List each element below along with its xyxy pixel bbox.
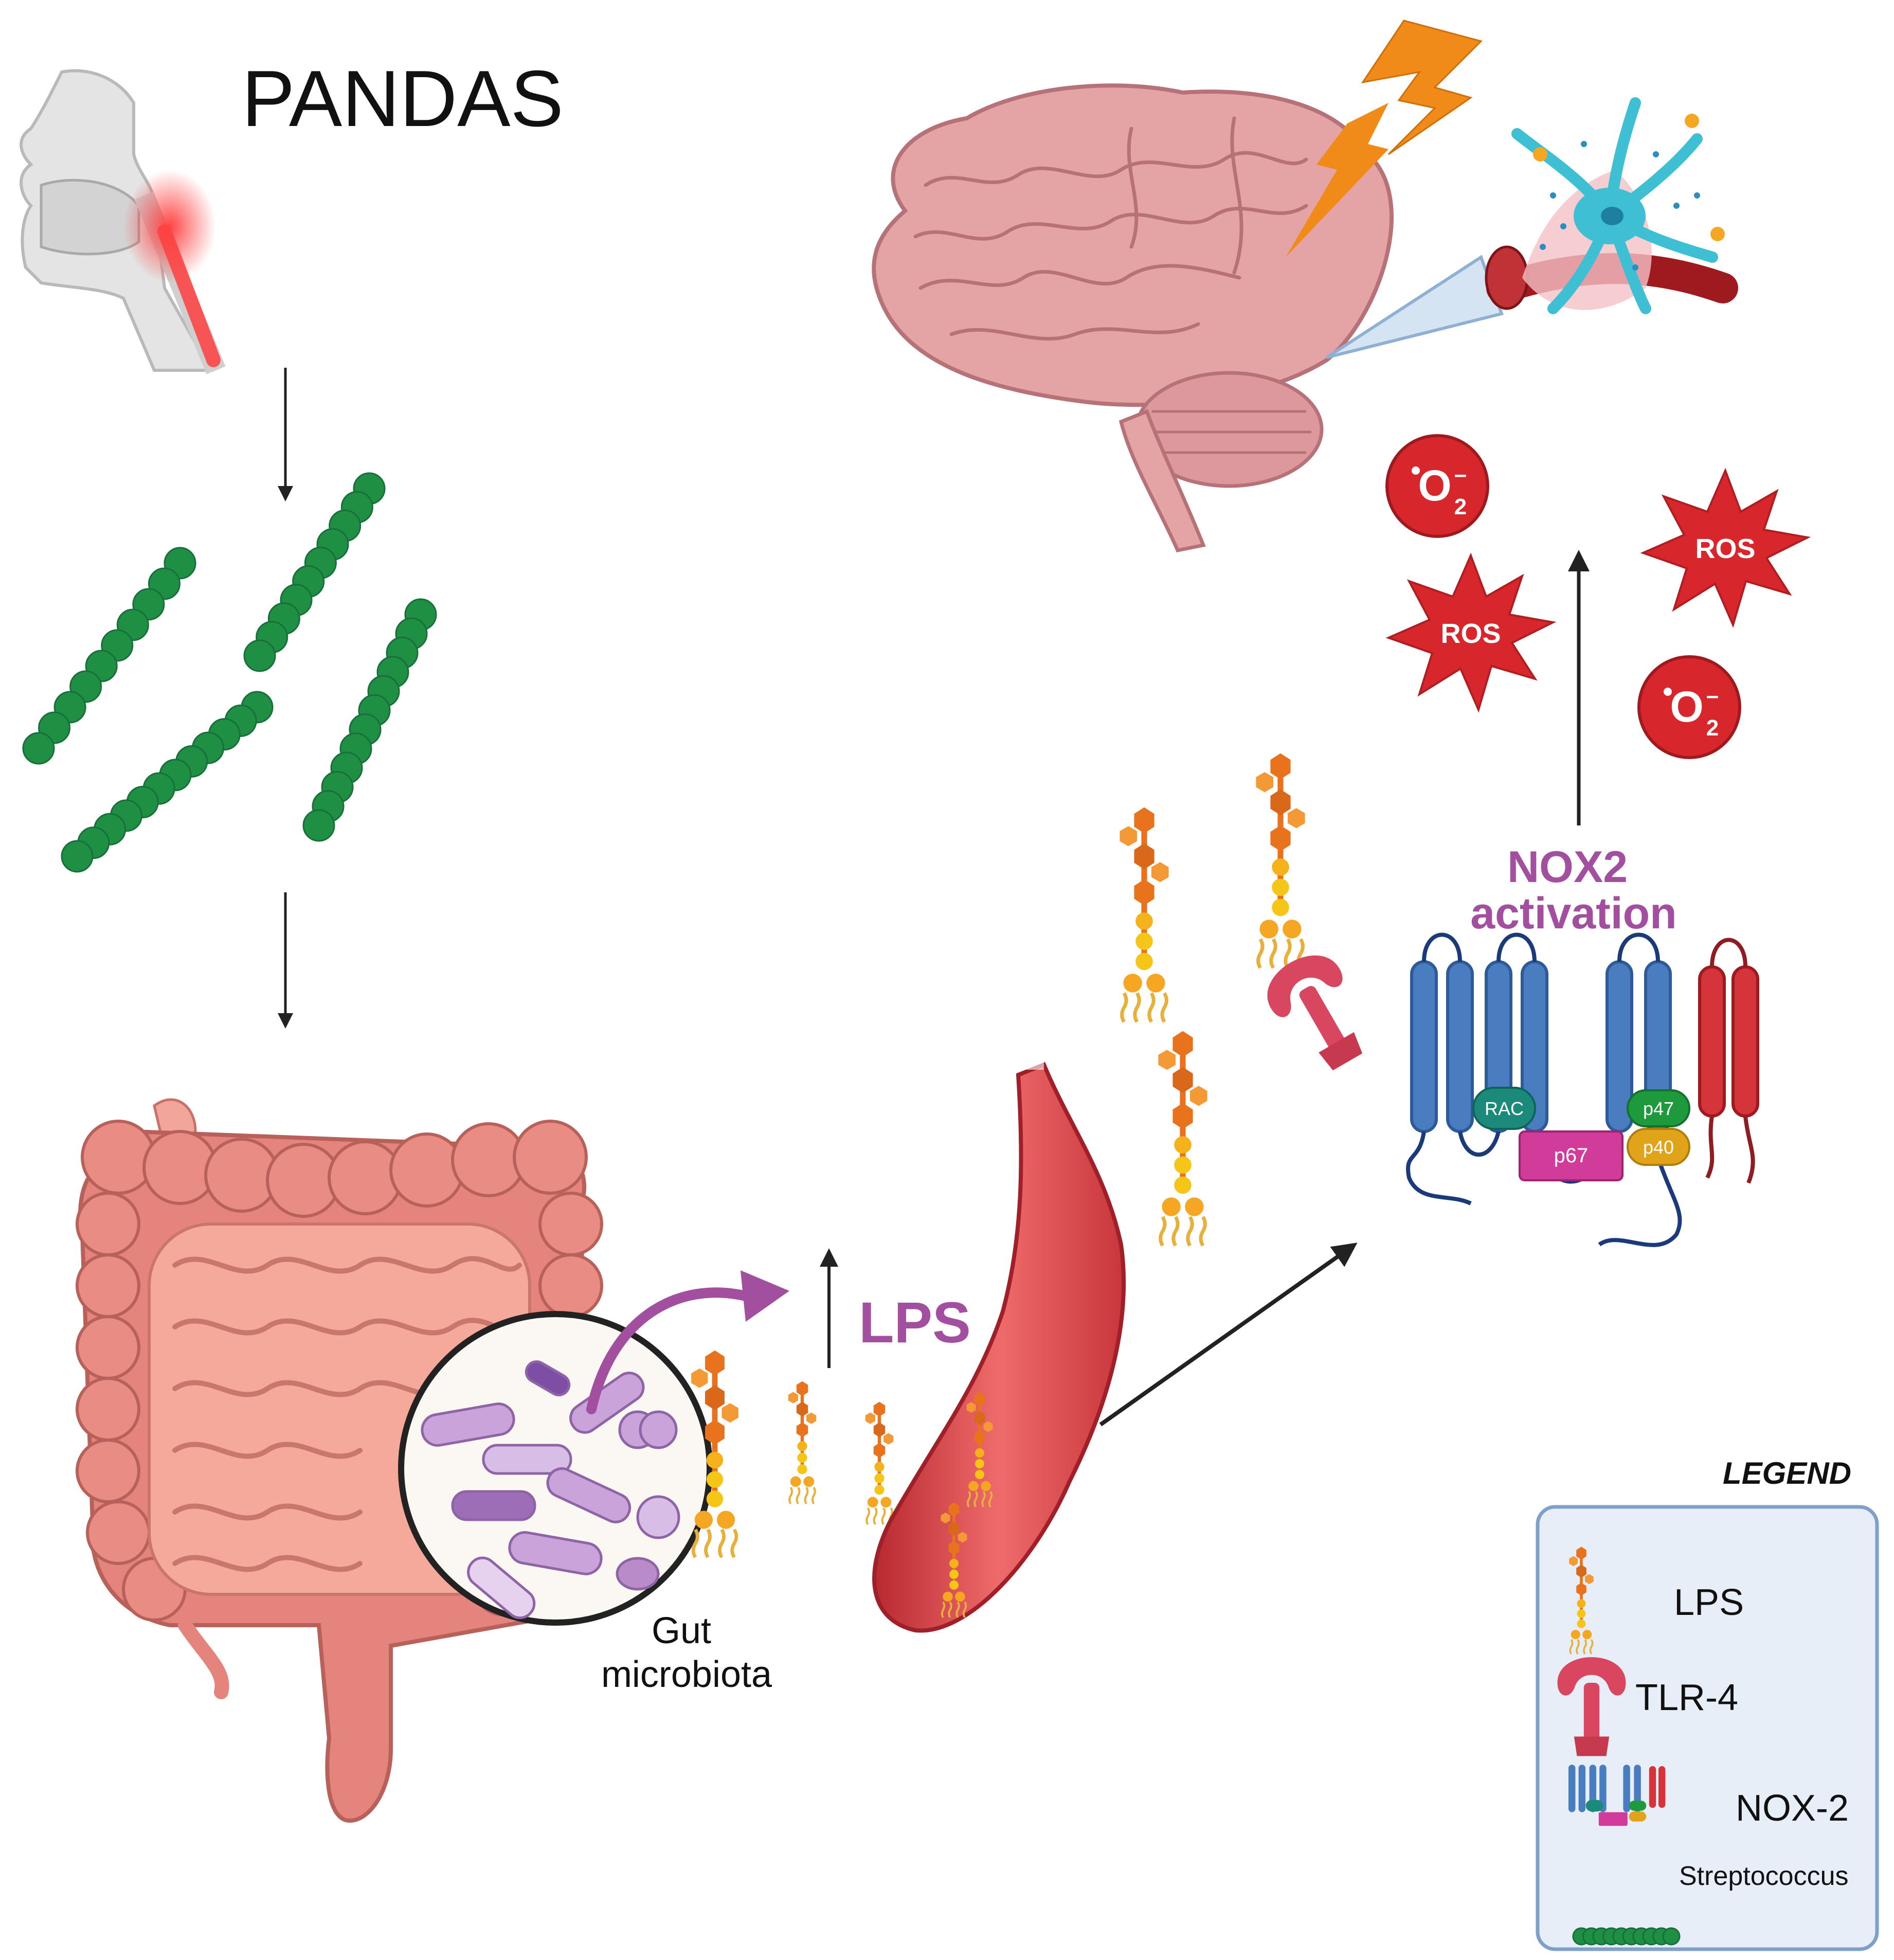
svg-text:p67: p67: [1554, 1144, 1589, 1167]
streptococcus-icon: [1572, 1927, 1681, 1946]
legend-box: LPS TLR-4 NOX-2 Streptococcus: [1536, 1505, 1879, 1951]
svg-text:–: –: [1454, 462, 1467, 487]
lps-molecule: [788, 1381, 816, 1504]
gut-microbiota-magnifier: [398, 1311, 713, 1626]
streptococcus-bead: [22, 732, 55, 765]
svg-text:O: O: [1418, 461, 1451, 510]
lps-release-arrow: [586, 1287, 751, 1414]
nox2-complex: RAC p67 p47 p40: [1406, 932, 1759, 1247]
streptococcus-chain: [243, 472, 386, 672]
blood-vessel: [872, 1049, 1126, 1633]
intestine-illustration: [76, 1098, 603, 1823]
svg-text:p47: p47: [1643, 1098, 1674, 1119]
svg-text:2: 2: [1454, 494, 1467, 519]
lps-release-arrow-head: [741, 1270, 789, 1322]
brain-illustration: [872, 83, 1394, 552]
lps-molecule: [865, 1402, 893, 1524]
lightning-bolt-icon: [1286, 103, 1388, 257]
streptococcus-bead: [61, 840, 94, 873]
streptococcus-bead: [1662, 1927, 1681, 1946]
superoxide-radical: O – 2: [1639, 657, 1740, 758]
svg-text:ROS: ROS: [1440, 618, 1501, 649]
lps-molecule: [1256, 753, 1305, 968]
ros-burst: ROS: [1387, 554, 1554, 711]
neurovascular-unit-illustration: [1485, 97, 1738, 314]
p67-subunit: p67: [1519, 1130, 1624, 1181]
legend-item-tlr4: TLR-4: [1635, 1677, 1738, 1718]
svg-text:p40: p40: [1643, 1137, 1674, 1158]
lps-molecule: [1120, 807, 1168, 1022]
nox2-icon: [1568, 1765, 1666, 1826]
legend-item-nox2: NOX-2: [1736, 1788, 1849, 1829]
legend-item-streptococcus: Streptococcus: [1679, 1861, 1849, 1891]
diagram-title: PANDAS: [242, 54, 564, 143]
streptococcus-chain: [302, 598, 437, 842]
svg-text:–: –: [1706, 683, 1719, 708]
streptococcus-bead: [302, 809, 335, 842]
lps-label: LPS: [859, 1290, 971, 1355]
arrow-vessel-to-nox2: [1099, 1243, 1358, 1427]
gut-microbiota-label: Gut microbiota: [601, 1610, 772, 1695]
legend-title: LEGEND: [1723, 1456, 1851, 1490]
legend-item-lps: LPS: [1674, 1582, 1744, 1623]
lps-molecule: [1158, 1031, 1207, 1246]
svg-text:ROS: ROS: [1695, 533, 1755, 564]
ros-burst: ROS: [1642, 470, 1809, 626]
superoxide-radical: O – 2: [1387, 436, 1488, 536]
svg-text:O: O: [1670, 682, 1703, 731]
nox2-activation-label: NOX2 activation: [1470, 842, 1676, 938]
streptococcus-chain: [22, 547, 196, 765]
p40-subunit: p40: [1627, 1128, 1690, 1166]
tlr4-receptor: [1256, 943, 1382, 1082]
head-throat-illustration: [20, 69, 226, 374]
streptococcus-bead: [243, 639, 276, 672]
rac-subunit: RAC: [1472, 1087, 1536, 1130]
svg-text:RAC: RAC: [1485, 1098, 1524, 1119]
inflamed-throat: [123, 170, 216, 283]
p47-subunit: p47: [1627, 1089, 1690, 1127]
lightning-bolt-icon: [1361, 20, 1483, 155]
svg-text:2: 2: [1706, 715, 1719, 741]
streptococcus-chain: [61, 691, 274, 873]
